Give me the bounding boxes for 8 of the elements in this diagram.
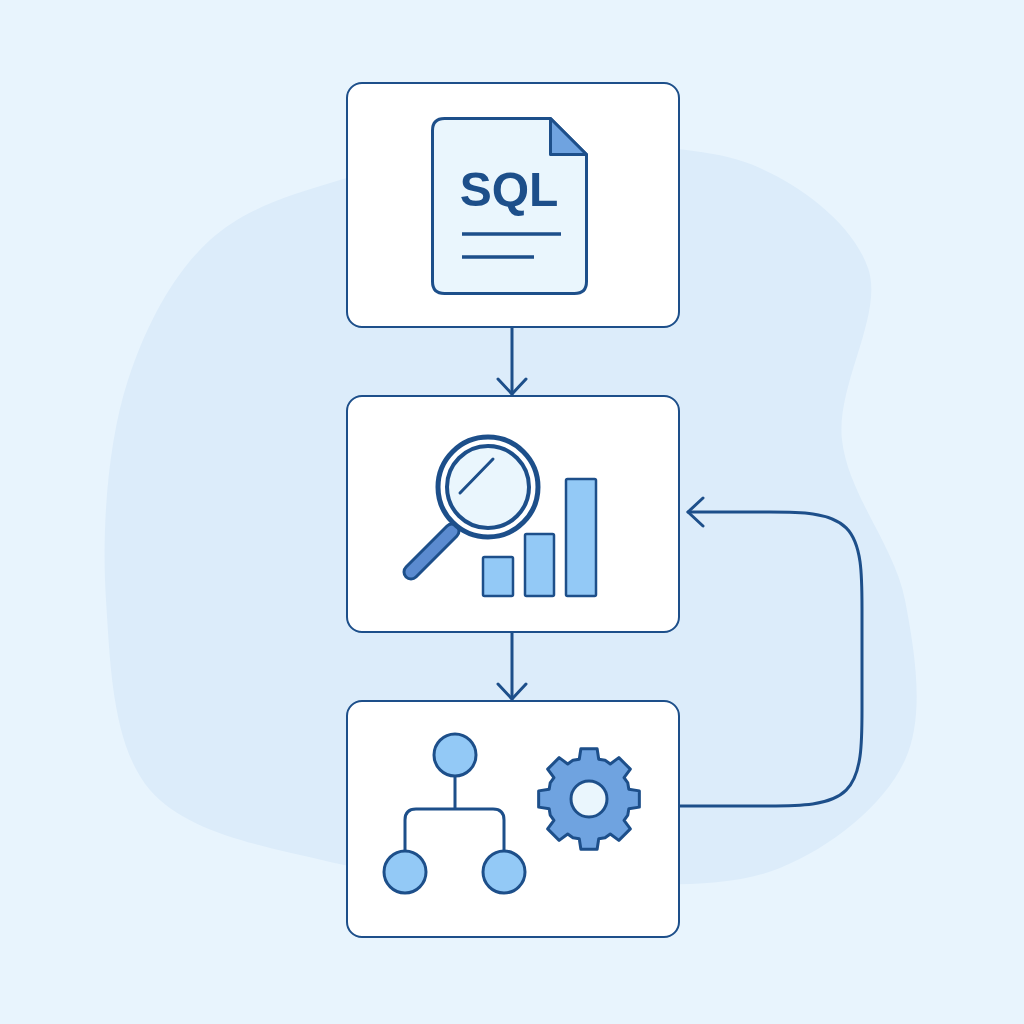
arrow — [496, 326, 528, 396]
step-box — [346, 700, 680, 938]
file-type-label: SQL — [459, 165, 559, 214]
step-box — [346, 82, 680, 328]
arrow — [496, 631, 528, 701]
document-shape — [430, 116, 588, 295]
step-box — [346, 395, 680, 633]
arrow — [678, 496, 864, 808]
